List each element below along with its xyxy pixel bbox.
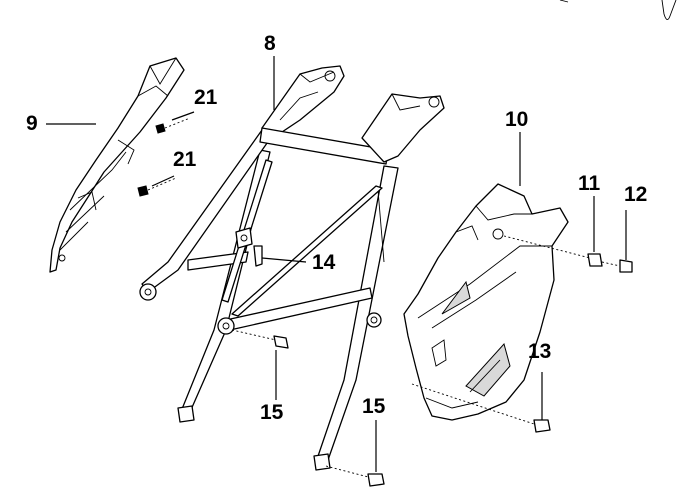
- right-side-cover: [403, 183, 569, 421]
- callout-15-mid: 15: [260, 401, 284, 424]
- rear-frame: [139, 65, 445, 471]
- callout-11: 11: [578, 172, 601, 195]
- callout-8: 8: [264, 32, 276, 55]
- callout-21-upper: 21: [194, 86, 218, 109]
- bolt-15-low: [325, 465, 385, 487]
- bolt-21-upper: [155, 117, 191, 134]
- bolt-11: [503, 196, 603, 267]
- bolt-21-lower: [137, 177, 177, 197]
- callout-21-lower: 21: [173, 148, 197, 171]
- left-side-cover: [49, 57, 185, 273]
- callout-15-low: 15: [362, 395, 386, 418]
- corner-fragment-top: [559, 0, 569, 3]
- bolt-14: [253, 245, 307, 267]
- bolt-12: [601, 210, 633, 273]
- callout-14: 14: [312, 251, 336, 274]
- leader-21-lower: [151, 175, 175, 187]
- callout-10: 10: [505, 108, 529, 131]
- callout-13: 13: [528, 340, 552, 363]
- leader-21-upper: [171, 111, 195, 121]
- callout-9: 9: [26, 112, 38, 135]
- bolt-15-mid: [231, 329, 289, 349]
- corner-fragment: [661, 0, 677, 20]
- bolt-13: [411, 372, 551, 433]
- callout-12: 12: [624, 183, 648, 206]
